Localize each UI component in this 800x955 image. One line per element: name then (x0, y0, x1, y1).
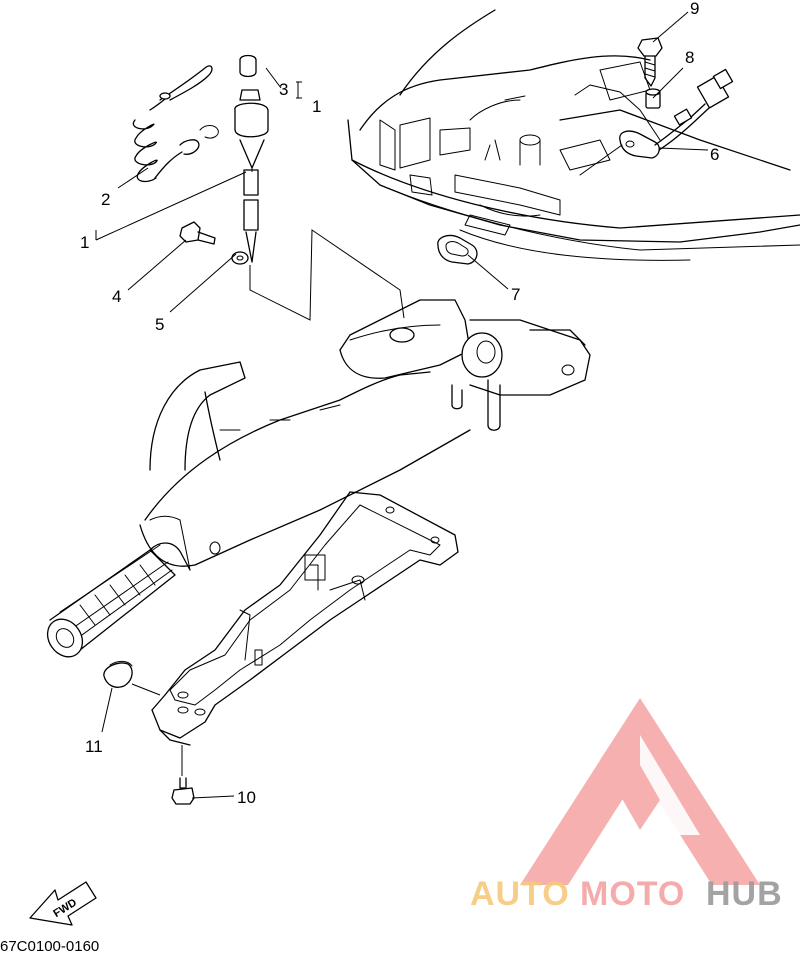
handle-cover (151, 491, 459, 746)
assembly-outline (249, 229, 405, 321)
cap-11 (103, 660, 133, 688)
watermark-moto: MOTO (580, 875, 685, 913)
lanyard (132, 65, 219, 183)
watermark-triangle-icon (520, 698, 760, 885)
fwd-arrow: FWD (29, 881, 97, 926)
callout-11: 11 (85, 737, 103, 756)
callout-2: 2 (101, 190, 110, 209)
callout-10: 10 (237, 788, 256, 807)
callout-7: 7 (511, 285, 520, 304)
drawing-code: 67C0100-0160 (0, 938, 99, 955)
bolt-9 (637, 37, 663, 87)
callout-5: 5 (155, 315, 164, 334)
steering-handle (139, 299, 591, 571)
callout-1b: 1 (312, 97, 321, 116)
washer-5 (231, 251, 249, 265)
throttle-grip (46, 542, 191, 658)
watermark-auto: AUTO (470, 875, 570, 913)
leader-lines (95, 11, 709, 799)
collar (645, 88, 661, 109)
screw-4 (179, 221, 216, 245)
wire-lead (579, 68, 734, 176)
callout-4: 4 (112, 287, 121, 306)
watermark-logo (520, 698, 760, 885)
callout-1: 1 (80, 233, 89, 252)
callout-9: 9 (690, 0, 699, 18)
callout-3: 3 (279, 80, 288, 99)
bottom-cowling (347, 9, 800, 261)
watermark-text: AUTO MOTO HUB (470, 875, 783, 913)
kill-switch (234, 54, 269, 263)
grommet-seal (437, 234, 478, 265)
screw-10 (171, 777, 195, 805)
callout-6: 6 (710, 145, 719, 164)
watermark-hub: HUB (706, 875, 783, 913)
callout-labels: 1 1 2 3 4 5 6 7 8 9 10 11 (80, 0, 719, 807)
callout-8: 8 (685, 48, 694, 67)
